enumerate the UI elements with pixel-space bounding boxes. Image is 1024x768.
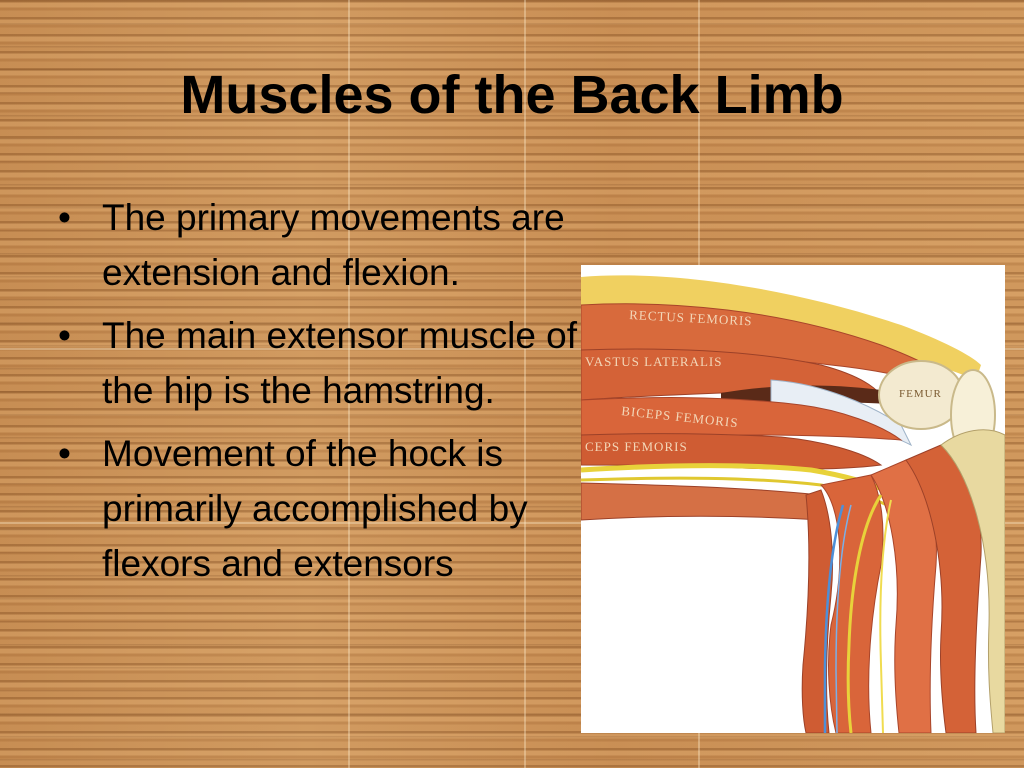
bullet-item: • The primary movements are extension an… [58,190,578,300]
bullet-item: • Movement of the hock is primarily acco… [58,426,578,591]
bullet-text: Movement of the hock is primarily accomp… [102,433,528,584]
bullet-item: • The main extensor muscle of the hip is… [58,308,578,418]
bullet-text: The primary movements are extension and … [102,197,565,293]
bullet-text: The main extensor muscle of the hip is t… [102,315,578,411]
nerve-shape [846,494,883,733]
bullet-list: • The primary movements are extension an… [58,190,578,599]
femur-label: FEMUR [899,388,942,400]
tendon-sheath-shape [940,429,1005,733]
hind-limb-muscle-diagram: RECTUS FEMORIS VASTUS LATERALIS BICEPS F… [581,275,1005,733]
bullet-dot-icon: • [58,315,71,356]
anatomy-illustration: RECTUS FEMORIS VASTUS LATERALIS BICEPS F… [581,265,1005,733]
blood-vessel-shape [835,504,852,733]
lower-strip-shape [581,482,822,521]
nerve-shape [879,499,892,733]
rectus-femoris-label: RECTUS FEMORIS [629,307,753,328]
slide-title: Muscles of the Back Limb [180,65,844,125]
biceps-femoris-lower-label: CEPS FEMORIS [585,439,688,454]
bullet-dot-icon: • [58,197,71,238]
blood-vessel-shape [823,504,845,733]
bullet-dot-icon: • [58,433,71,474]
vastus-lateralis-label: VASTUS LATERALIS [585,354,722,369]
